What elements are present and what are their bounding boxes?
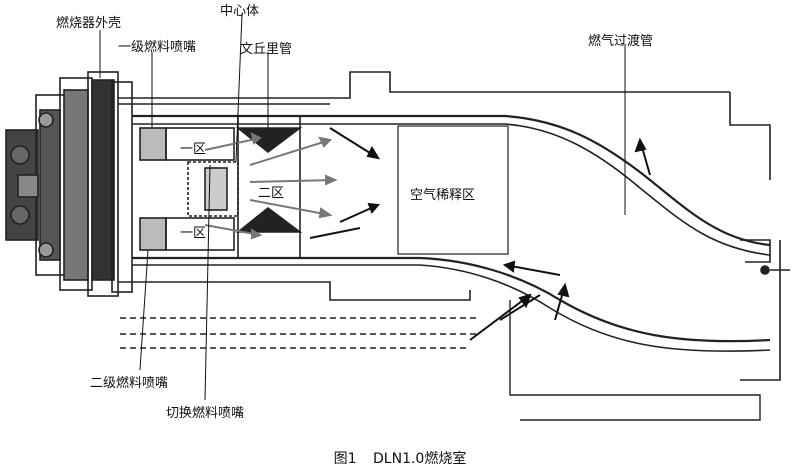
flow-arrows-black [309, 127, 651, 341]
label-transition-piece: 燃气过渡管 [588, 34, 654, 49]
leader-lines [99, 13, 626, 401]
label-center-body: 中心体 [220, 4, 260, 19]
flow-arrows-grey [204, 132, 338, 240]
label-secondary-nozzle: 二级燃料喷嘴 [90, 376, 169, 391]
liner-top [132, 114, 771, 247]
label-transfer-nozzle: 切换燃料喷嘴 [166, 406, 245, 421]
label-zone1-lower: 一区 [180, 226, 207, 241]
label-venturi: 文丘里管 [240, 42, 293, 57]
primary-nozzle-upper [139, 127, 167, 161]
label-dilution-zone: 空气稀释区 [410, 188, 476, 203]
primary-nozzle-lower [139, 217, 167, 251]
outer-casing-bottom [118, 281, 471, 301]
label-primary-nozzle: 一级燃料喷嘴 [118, 40, 197, 55]
venturi-lower [235, 206, 303, 233]
caption-title: DLN1.0燃烧室 [373, 451, 467, 467]
label-zone2: 二区 [258, 186, 285, 201]
label-zone1-upper: 一区 [180, 142, 207, 157]
figure-caption: 图1 DLN1.0燃烧室 [0, 448, 800, 468]
caption-number: 图1 [333, 451, 357, 467]
label-outer-casing: 燃烧器外壳 [56, 16, 122, 31]
dilution-zone-box [397, 125, 509, 255]
outer-casing-top [118, 71, 730, 99]
end-cover-assembly [5, 71, 133, 297]
